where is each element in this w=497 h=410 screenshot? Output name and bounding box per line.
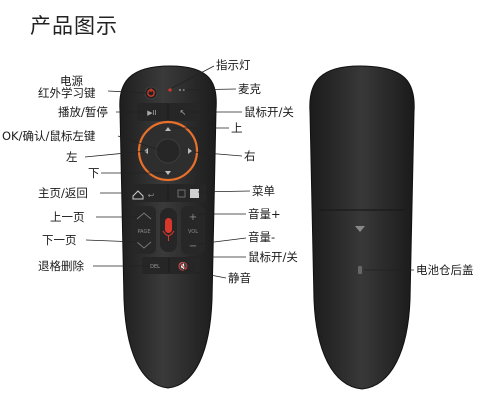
label-left: 左 xyxy=(66,150,78,164)
indicator-light xyxy=(168,88,172,92)
mic-hole xyxy=(178,88,182,92)
label-mouse-toggle-bottom: 鼠标开/关 xyxy=(248,250,298,264)
leader-lines-right xyxy=(171,65,414,279)
label-home-back: 主页/返回 xyxy=(38,186,88,200)
mic-icon xyxy=(165,218,172,233)
label-mouse-toggle-top: 鼠标开/关 xyxy=(244,105,294,119)
menu-icon xyxy=(190,189,199,198)
vol-rocker[interactable] xyxy=(181,206,205,254)
vol-text: VOL xyxy=(188,229,198,235)
home-icon xyxy=(132,190,144,200)
label-indicator: 指示灯 xyxy=(216,58,251,72)
label-page-up: 上一页 xyxy=(50,210,85,224)
play-pause-icon: ▶II xyxy=(147,109,157,117)
vol-down-icon: − xyxy=(189,241,197,252)
back-icon: ↩ xyxy=(148,191,155,200)
label-right: 右 xyxy=(244,149,256,163)
page-title: 产品图示 xyxy=(30,14,118,38)
label-ir-learn: 红外学习键 xyxy=(38,86,96,100)
page-text: PAGE xyxy=(137,229,150,235)
leader-lines-left xyxy=(84,90,166,267)
label-backspace: 退格删除 xyxy=(38,259,84,273)
label-page-down: 下一页 xyxy=(42,233,77,247)
dpad-right-arrow-icon xyxy=(188,148,192,154)
battery-cover-latch-icon xyxy=(355,226,365,232)
label-ok-click: OK/确认/鼠标左键 xyxy=(2,129,96,143)
vol-up-icon: + xyxy=(189,212,197,223)
label-battery-cover: 电池仓后盖 xyxy=(416,263,474,277)
page-up-icon xyxy=(136,212,152,220)
label-vol-down: 音量- xyxy=(248,230,276,244)
label-vol-up: 音量+ xyxy=(248,207,281,221)
menu-icon-small xyxy=(177,189,186,198)
dpad-down-arrow-icon xyxy=(165,171,171,175)
label-down: 下 xyxy=(88,166,100,180)
mute-icon: 🔇 xyxy=(178,261,188,271)
label-mute: 静音 xyxy=(228,271,251,285)
label-up: 上 xyxy=(231,121,243,135)
label-play-pause: 播放/暂停 xyxy=(58,105,108,119)
label-power: 电源 xyxy=(60,74,83,88)
mic-stand-icon xyxy=(162,230,175,237)
label-menu: 菜单 xyxy=(252,184,275,198)
page-down-icon xyxy=(136,241,152,249)
back-indicator-mark xyxy=(358,266,362,274)
label-mic: 麦克 xyxy=(238,82,261,96)
ok-button[interactable] xyxy=(155,138,181,164)
mouse-cursor-icon: ↖ xyxy=(180,108,187,117)
dpad-up-arrow-icon xyxy=(165,127,171,131)
del-text: DEL xyxy=(150,264,160,270)
